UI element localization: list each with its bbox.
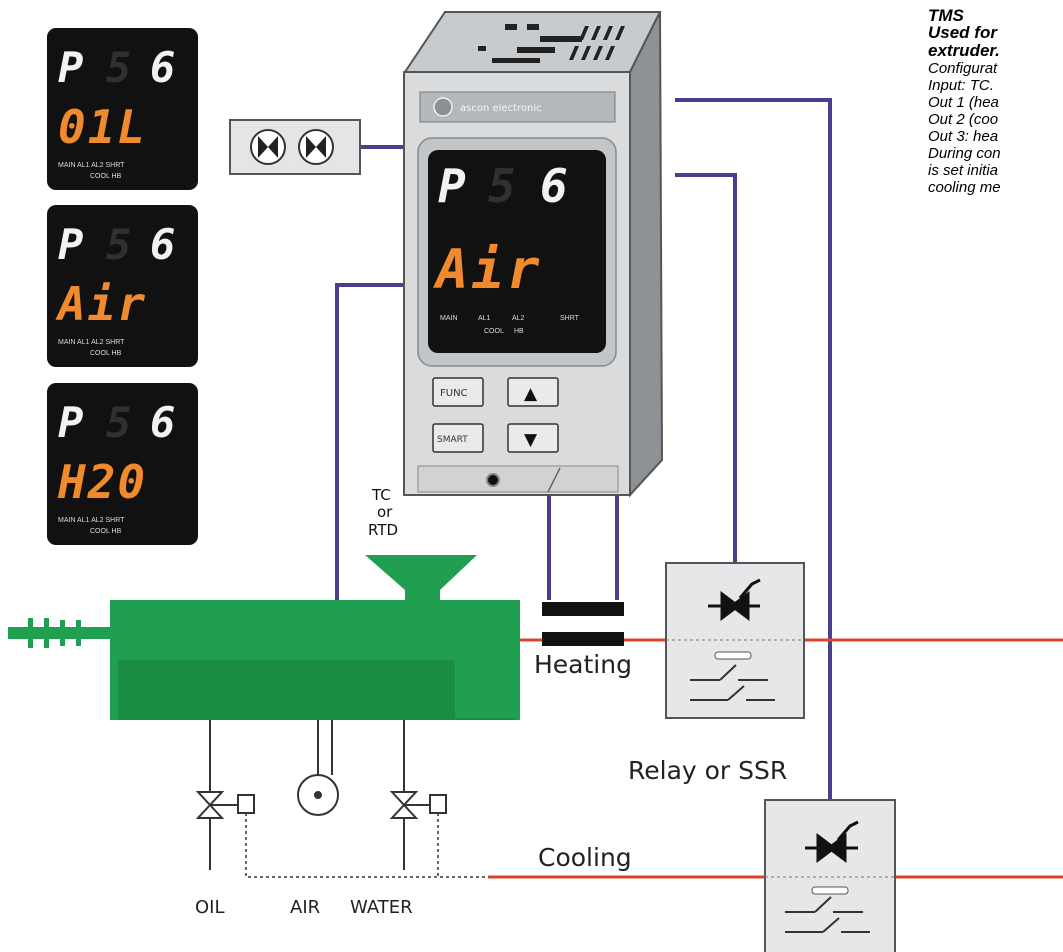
display-water-mode: P 5 6 H20 MAIN AL1 AL2 SHRT COOL HB (47, 383, 198, 545)
up-arrow-icon: ▲ (524, 384, 538, 404)
slot-mark (547, 467, 561, 493)
fan-unit (229, 119, 361, 175)
display-top-letter: P (58, 43, 83, 92)
fan-icon (250, 129, 286, 165)
smart-button[interactable]: SMART (432, 423, 484, 453)
tms-line: Out 2 (coo (928, 111, 999, 128)
led-indicator (486, 473, 500, 487)
display-middle-digit: 5 (106, 398, 131, 447)
controller-display-top-letter: P (438, 159, 466, 213)
sensor-label-tc: TC (371, 486, 391, 504)
extruder-hopper (365, 555, 477, 620)
tms-line: Out 1 (hea (928, 94, 999, 111)
ssr-cooling (764, 799, 896, 952)
thyristor-icon (805, 820, 859, 863)
indicator-shrt: SHRT (560, 315, 580, 322)
tms-notes: TMS Used for extruder. Configurat Input:… (928, 8, 1063, 196)
display-indicator-row: COOL HB (90, 350, 122, 357)
brand-label: ascon electronic (460, 103, 542, 114)
up-button[interactable]: ▲ (507, 377, 559, 407)
tms-subtitle-line1: Used for (928, 23, 997, 42)
display-oil-mode: P 5 6 01L MAIN AL1 AL2 SHRT COOL HB (47, 28, 198, 190)
ssr-heating (665, 562, 805, 719)
indicator-al1: AL1 (478, 315, 491, 322)
control-wires (335, 98, 832, 800)
brand-logo-icon (433, 97, 453, 117)
fan-icon (298, 129, 334, 165)
heating-label: Heating (534, 650, 632, 679)
indicator-main: MAIN (440, 315, 458, 322)
controller-indicator-labels: MAIN AL1 AL2 SHRT COOL HB (440, 315, 580, 335)
cooling-hardware (195, 720, 488, 878)
vent-slots (478, 24, 625, 63)
down-arrow-icon: ▼ (524, 430, 538, 450)
oil-valve-icon (195, 791, 255, 819)
func-button[interactable]: FUNC (432, 377, 484, 407)
heating-band (542, 632, 624, 646)
smart-button-label: SMART (437, 435, 468, 445)
tms-line: Input: TC. (928, 77, 994, 94)
controller: ascon electronic P 5 6 Air MAIN AL1 AL2 … (403, 11, 664, 498)
sensor-label-rtd: RTD (368, 521, 398, 539)
controller-display-value: Air (433, 238, 543, 301)
display-middle-digit: 5 (106, 43, 131, 92)
tms-line: Configurat (928, 60, 998, 77)
extruder-motor-housing (455, 600, 520, 718)
air-blower-icon (297, 760, 339, 816)
display-mode-value: Air (55, 277, 147, 331)
relay-ssr-label: Relay or SSR (628, 756, 787, 785)
indicator-hb: HB (514, 328, 524, 335)
water-valve-icon (389, 791, 447, 819)
display-right-digit: 6 (150, 220, 175, 269)
display-mode-value: 01L (58, 100, 147, 154)
indicator-cool: COOL (484, 328, 504, 335)
wire-sensor (335, 283, 404, 620)
tms-line: is set initia (928, 162, 999, 179)
display-right-digit: 6 (150, 43, 175, 92)
extruder-base (118, 660, 516, 720)
heating-band (542, 602, 624, 616)
controller-side (629, 11, 664, 498)
display-indicator-row: MAIN AL1 AL2 SHRT (58, 162, 125, 169)
controller-bottom-panel (417, 465, 619, 493)
cooling-label: Cooling (538, 843, 632, 872)
controller-display (428, 150, 606, 353)
air-label: AIR (290, 897, 320, 918)
display-indicator-row: COOL HB (90, 528, 122, 535)
display-mode-value: H20 (57, 455, 147, 509)
relay-contact-icon (785, 896, 870, 933)
display-indicator-row: MAIN AL1 AL2 SHRT (58, 339, 125, 346)
display-top-letter: P (58, 398, 83, 447)
display-right-digit: 6 (150, 398, 175, 447)
display-air-mode: P 5 6 Air MAIN AL1 AL2 SHRT COOL HB (47, 205, 198, 367)
display-indicator-row: COOL HB (90, 173, 122, 180)
wire-out1-relay (675, 173, 737, 563)
controller-display-right-digit: 6 (540, 159, 568, 213)
sensor-label-or: or (377, 503, 393, 521)
indicator-al2: AL2 (512, 315, 525, 322)
tms-subtitle-line2: extruder. (928, 41, 1000, 60)
tms-line: During con (928, 145, 1001, 162)
extruder (8, 555, 520, 720)
func-button-label: FUNC (440, 388, 468, 399)
display-indicator-row: MAIN AL1 AL2 SHRT (58, 517, 125, 524)
wire-out2-cooling (675, 98, 832, 800)
relay-coil-icon (811, 886, 849, 895)
control-dashed-line (245, 813, 488, 878)
controller-display-middle-digit: 5 (488, 159, 516, 213)
tms-line: cooling me (928, 179, 1001, 196)
oil-label: OIL (195, 897, 225, 918)
water-label: WATER (350, 897, 413, 918)
relay-coil-icon (714, 651, 752, 660)
tms-line: Out 3: hea (928, 128, 999, 145)
thyristor-icon (708, 578, 761, 621)
display-middle-digit: 5 (106, 220, 131, 269)
display-top-letter: P (58, 220, 83, 269)
down-button[interactable]: ▼ (507, 423, 559, 453)
relay-contact-icon (690, 664, 775, 701)
tms-title: TMS (928, 8, 964, 25)
